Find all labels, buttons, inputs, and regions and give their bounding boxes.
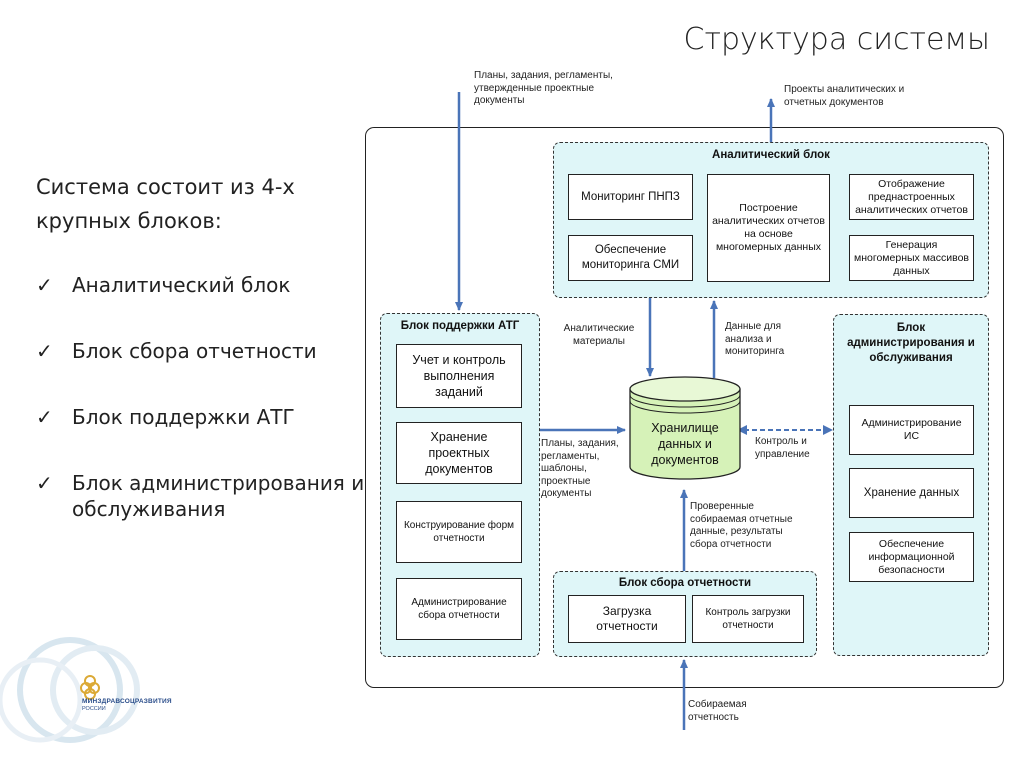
info-security-box: Обеспечение информационной безопасности: [849, 532, 974, 582]
note-projects-out: Проекты аналитических и отчетных докумен…: [784, 84, 905, 108]
atg-support-block: Блок поддержки АТГ Учет и контроль выпол…: [380, 313, 540, 657]
note-plans-templates: Планы, задания, регламенты, шаблоны, про…: [541, 438, 619, 499]
data-storage-box: Хранение данных: [849, 468, 974, 518]
list-item: ✓ Аналитический блок: [36, 272, 366, 298]
storage-label: Хранилище данных и документов: [651, 421, 719, 467]
list-item-label: Блок администрирования и обслуживания: [72, 471, 365, 521]
note-verified-data: Проверенные собираемая отчетные данные, …: [690, 501, 793, 550]
list-item-label: Блок поддержки АТГ: [72, 405, 295, 429]
upload-control-box: Контроль загрузки отчетности: [692, 595, 804, 643]
storage-cylinder: [629, 376, 741, 480]
analytic-reports-box: Построение аналитических отчетов на осно…: [707, 174, 830, 282]
report-collection-block: Блок сбора отчетности Загрузка отчетност…: [553, 571, 817, 657]
page-title: Структура системы: [683, 22, 990, 57]
logo-text: МИНЗДРАВСОЦРАЗВИТИЯ: [82, 698, 172, 705]
checkmark-icon: ✓: [36, 471, 53, 495]
multidim-arrays-box: Генерация многомерных массивов данных: [849, 235, 974, 281]
task-control-box: Учет и контроль выполнения заданий: [396, 344, 522, 408]
block-list: ✓ Аналитический блок ✓ Блок сбора отчетнос…: [36, 272, 366, 562]
project-docs-box: Хранение проектных документов: [396, 422, 522, 484]
note-data-analysis: Данные для анализа и мониторинга: [725, 321, 785, 357]
admin-service-block: Блок администрирования и обслуживания Ад…: [833, 314, 989, 656]
report-collection-admin-box: Администрирование сбора отчетности: [396, 578, 522, 640]
form-design-box: Конструирование форм отчетности: [396, 501, 522, 563]
list-item: ✓ Блок сбора отчетности: [36, 338, 366, 364]
note-control: Контроль и управление: [755, 436, 810, 460]
note-plans-in: Планы, задания, регламенты, утвержденные…: [474, 70, 613, 106]
media-monitoring-box: Обеспечение мониторинга СМИ: [568, 235, 693, 281]
preset-reports-box: Отображение преднастроенных аналитически…: [849, 174, 974, 220]
analytic-block-title: Аналитический блок: [712, 149, 830, 161]
checkmark-icon: ✓: [36, 405, 53, 429]
logo-subtext: РОССИИ: [82, 706, 106, 712]
analytic-block: Аналитический блок Мониторинг ПНПЗ Обесп…: [553, 142, 989, 298]
admin-block-title: Блок администрирования и обслуживания: [847, 322, 975, 364]
is-admin-box: Администрирование ИС: [849, 405, 974, 455]
atg-block-title: Блок поддержки АТГ: [400, 320, 520, 332]
ministry-logo-icon: [0, 637, 140, 743]
list-item-label: Блок сбора отчетности: [72, 339, 317, 363]
checkmark-icon: ✓: [36, 273, 53, 297]
checkmark-icon: ✓: [36, 339, 53, 363]
collect-block-title: Блок сбора отчетности: [618, 577, 752, 589]
report-upload-box: Загрузка отчетности: [568, 595, 686, 643]
intro-text: Система состоит из 4-х крупных блоков:: [36, 175, 295, 233]
note-analytic-materials: Аналитические материалы: [563, 323, 635, 347]
list-item: ✓ Блок поддержки АТГ: [36, 404, 366, 430]
list-item-label: Аналитический блок: [72, 273, 291, 297]
note-collected: Собираемая отчетность: [688, 699, 747, 723]
list-item: ✓ Блок администрирования и обслуживания: [36, 470, 366, 522]
monitoring-pnpz-box: Мониторинг ПНПЗ: [568, 174, 693, 220]
